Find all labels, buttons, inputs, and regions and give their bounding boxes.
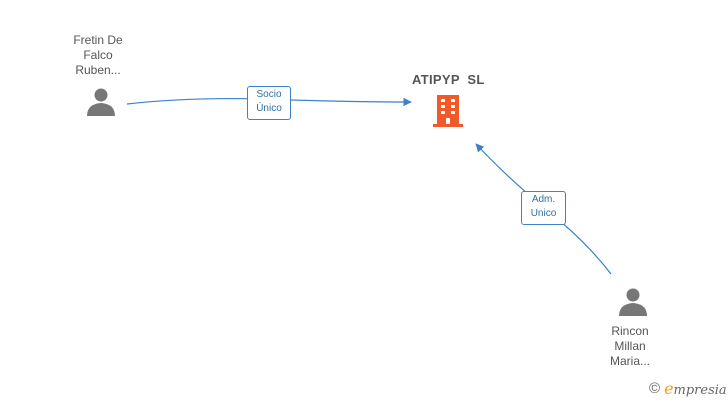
relationship-label[interactable]: Socio Único: [247, 86, 291, 120]
building-icon[interactable]: [433, 95, 463, 127]
name-line: Falco: [83, 48, 113, 62]
label-line: Unico: [530, 208, 557, 219]
name-line: Fretin De: [73, 33, 123, 47]
copyright-icon: ©: [649, 380, 661, 397]
name-line: Millan: [614, 339, 646, 353]
name-line: Ruben...: [75, 63, 121, 77]
label-line: Socio: [256, 89, 282, 100]
label-line: Único: [256, 103, 282, 114]
brand-logo[interactable]: © empresia: [649, 379, 727, 398]
label-line: Adm.: [531, 194, 556, 205]
person-name[interactable]: Rincon Millan Maria...: [575, 324, 685, 369]
brand-rest: mpresia: [673, 383, 727, 398]
brand-initial: e: [664, 379, 674, 398]
relationship-label[interactable]: Adm. Unico: [521, 191, 566, 225]
person-icon[interactable]: [87, 88, 115, 117]
name-line: Maria...: [609, 354, 650, 368]
brand-name: empresia: [664, 379, 727, 398]
person-icon[interactable]: [619, 288, 647, 317]
person-name[interactable]: Fretin De Falco Ruben...: [43, 33, 153, 78]
company-name[interactable]: ATIPYP SL: [412, 72, 485, 87]
name-line: Rincon: [611, 324, 649, 338]
